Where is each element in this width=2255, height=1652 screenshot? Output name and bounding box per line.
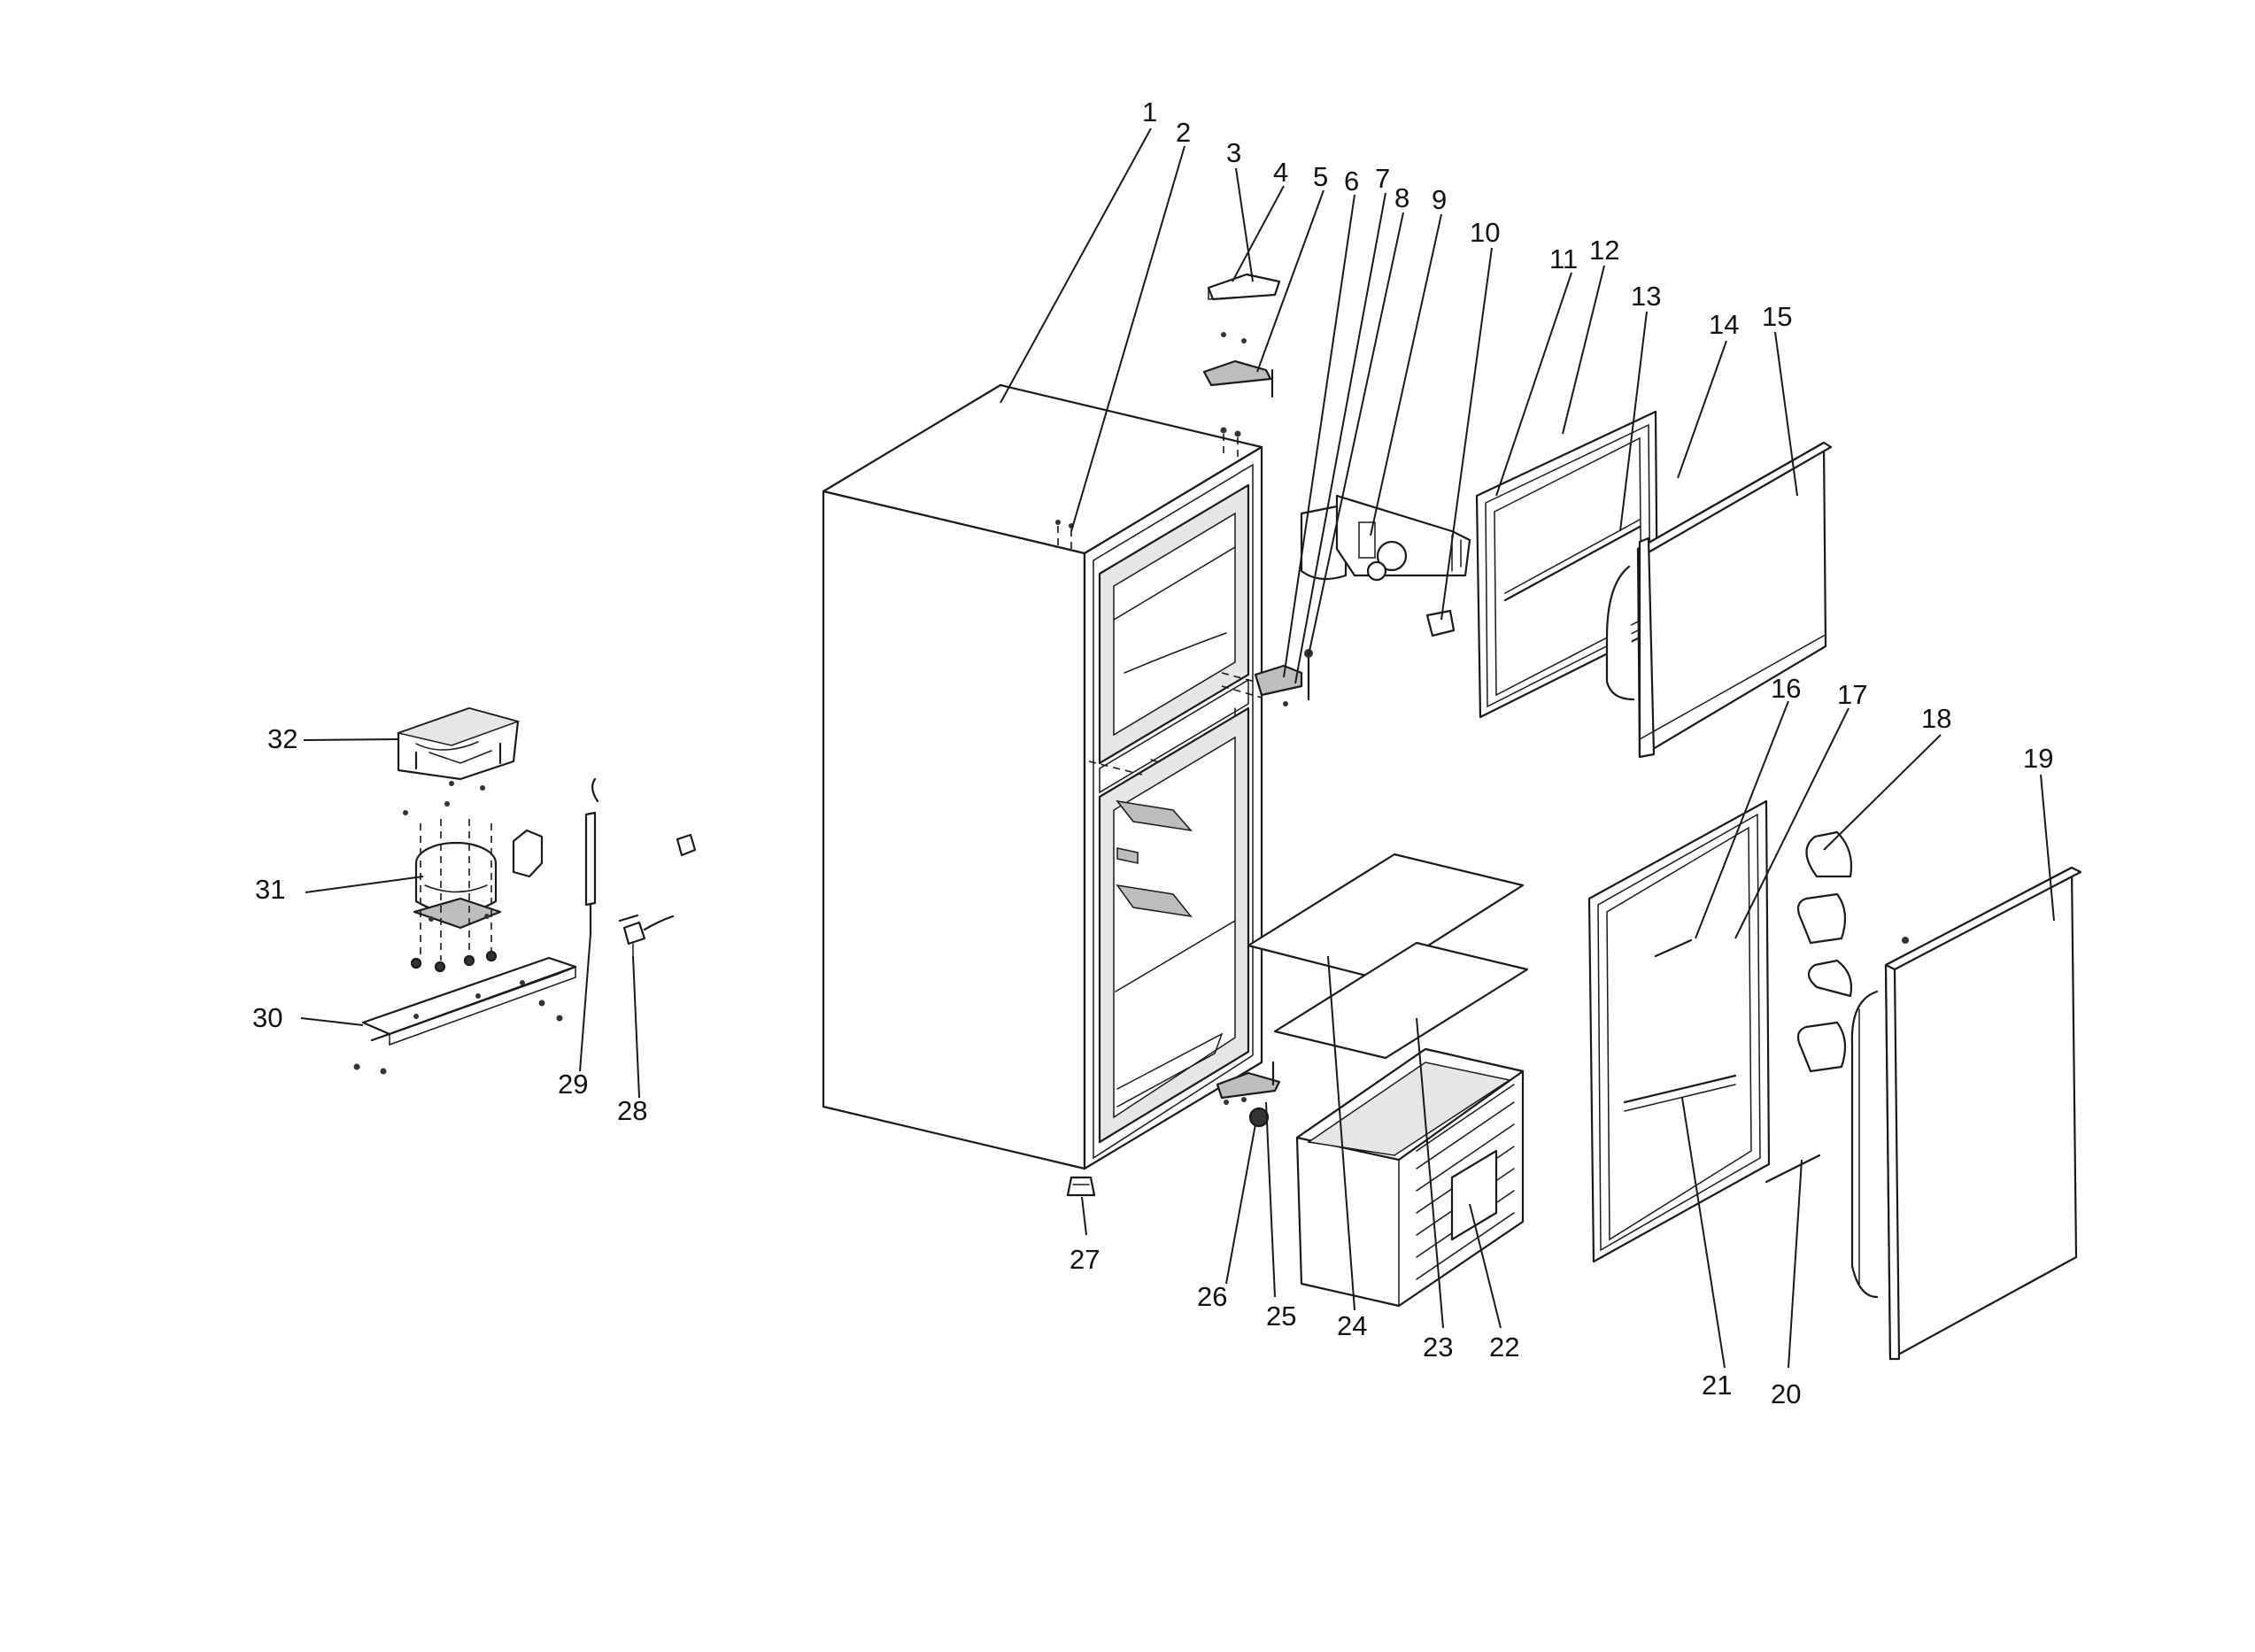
part-22-crisper xyxy=(1295,1047,1525,1308)
callout-10: 10 xyxy=(1470,217,1500,248)
leader-lines xyxy=(300,127,2055,1369)
callout-4: 4 xyxy=(1273,157,1288,188)
part-19-fresh-food-door xyxy=(1850,866,2082,1361)
part-24-glass-shelf xyxy=(1247,853,1525,980)
callout-28: 28 xyxy=(617,1095,647,1126)
callout-5: 5 xyxy=(1313,161,1328,192)
callout-17: 17 xyxy=(1837,679,1867,710)
callout-1: 1 xyxy=(1142,96,1157,127)
callout-18: 18 xyxy=(1921,703,1951,734)
part-18-door-shelves xyxy=(1796,830,1853,1073)
part-21-rail xyxy=(1623,1074,1737,1112)
part-1-cabinet xyxy=(822,383,1263,1170)
part-5-top-hinge xyxy=(1202,332,1274,398)
callout-13: 13 xyxy=(1631,281,1661,312)
part-30-base-plate xyxy=(353,956,577,1075)
callout-15: 15 xyxy=(1762,301,1792,332)
callout-9: 9 xyxy=(1432,184,1447,215)
callout-16: 16 xyxy=(1771,673,1801,704)
callout-32: 32 xyxy=(267,723,297,754)
part-23-crisper-cover xyxy=(1273,941,1529,1060)
part-15-freezer-door xyxy=(1605,441,1833,759)
callout-27: 27 xyxy=(1070,1244,1100,1275)
part-26-adjustable-leg xyxy=(1248,1107,1270,1128)
part-28-power-cord xyxy=(618,914,675,957)
part-29-capillary xyxy=(584,777,599,936)
part-27-leveling-foot xyxy=(1066,1176,1096,1197)
callout-labels: 1 2 3 4 5 6 7 8 9 10 11 12 13 14 15 16 1… xyxy=(252,96,2053,1409)
callout-24: 24 xyxy=(1337,1310,1367,1341)
callout-11: 11 xyxy=(1549,243,1578,274)
callout-14: 14 xyxy=(1709,309,1739,340)
callout-23: 23 xyxy=(1423,1332,1453,1363)
callout-22: 22 xyxy=(1489,1332,1519,1363)
part-3-hinge-cover xyxy=(1207,273,1281,301)
part-16-fresh-food-gasket xyxy=(1587,799,1771,1263)
part-7-middle-hinge xyxy=(1254,649,1313,706)
callout-21: 21 xyxy=(1702,1370,1732,1401)
callout-6: 6 xyxy=(1344,166,1359,197)
callout-2: 2 xyxy=(1176,117,1191,148)
callout-19: 19 xyxy=(2023,743,2053,774)
callout-12: 12 xyxy=(1589,235,1619,266)
callout-20: 20 xyxy=(1771,1378,1801,1409)
callout-25: 25 xyxy=(1266,1301,1296,1332)
callout-31: 31 xyxy=(255,874,285,905)
part-25-bottom-hinge xyxy=(1216,1061,1281,1105)
callout-26: 26 xyxy=(1197,1281,1227,1312)
callout-8: 8 xyxy=(1394,182,1409,213)
callout-7: 7 xyxy=(1375,163,1390,194)
part-11-clip xyxy=(1425,609,1456,637)
part-20-bar xyxy=(1765,1154,1821,1184)
callout-29: 29 xyxy=(558,1069,588,1100)
callout-3: 3 xyxy=(1226,137,1241,168)
part-32-drain-pan xyxy=(396,706,521,781)
callout-30: 30 xyxy=(252,1002,282,1033)
part-31-compressor xyxy=(403,781,697,973)
